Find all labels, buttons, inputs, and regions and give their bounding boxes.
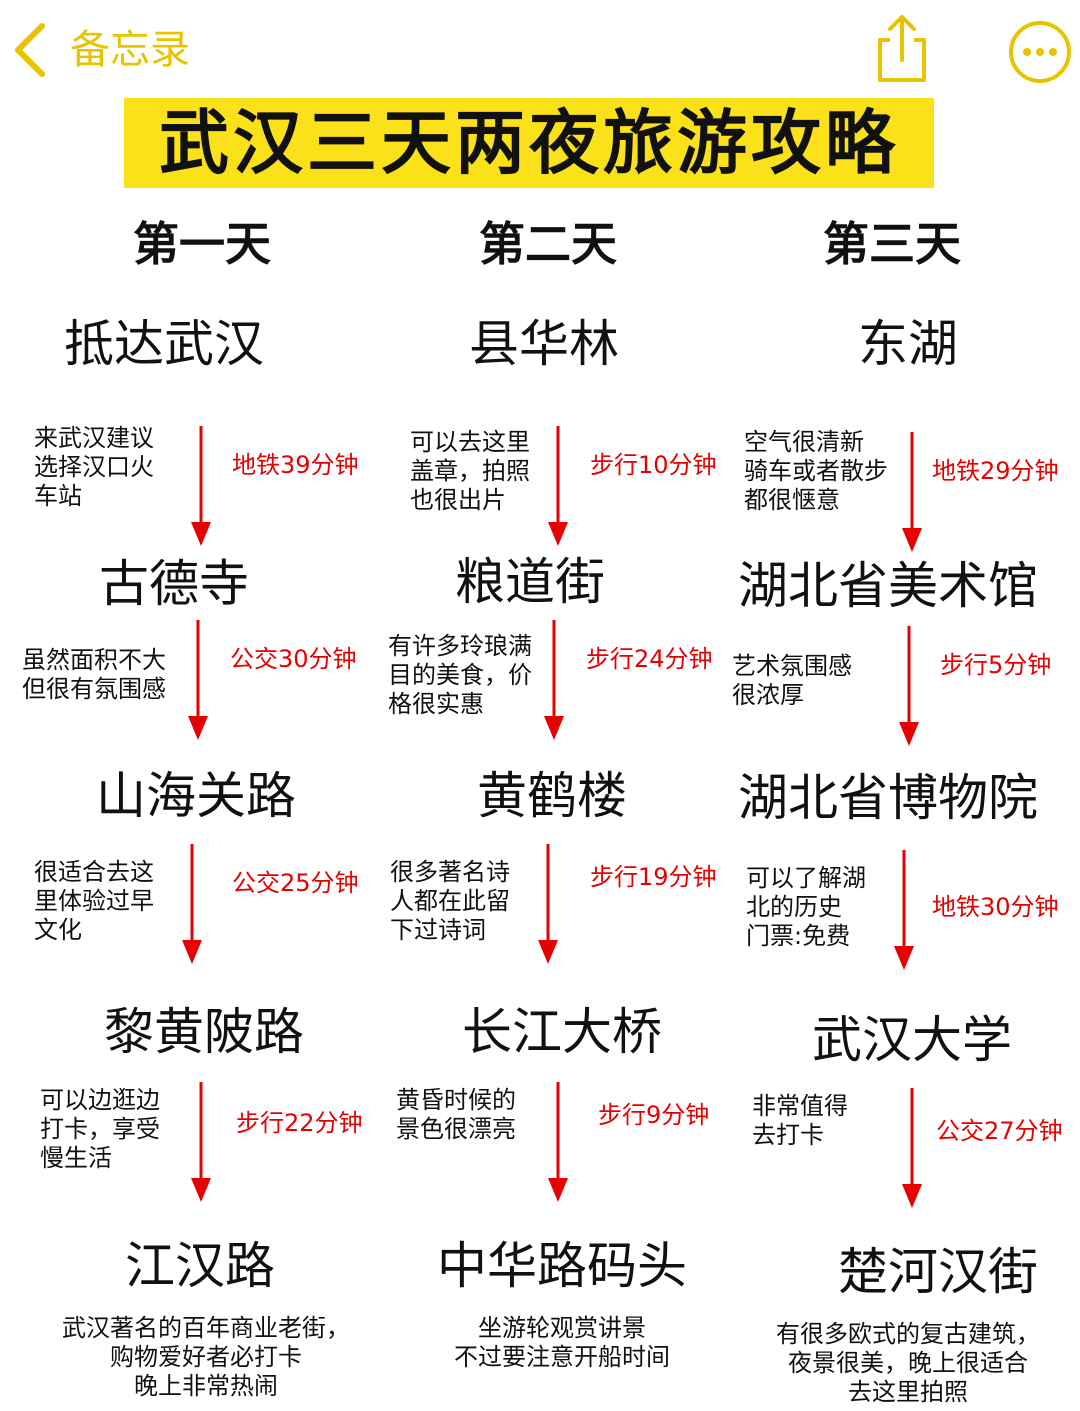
back-chevron-icon[interactable] (8, 22, 52, 78)
transit-label: 地铁30分钟 (932, 893, 1059, 921)
page-title: 武汉三天两夜旅游攻略 (159, 102, 899, 184)
stop-note: 虽然面积不大 但很有氛围感 (22, 646, 166, 703)
day-column-1: 第一天 抵达武汉 来武汉建议 选择汉口火 车站 地铁39分钟 古德寺 虽然面积不… (0, 0, 363, 1411)
stop-title: 县华林 (469, 315, 619, 373)
stop-title: 古德寺 (99, 555, 249, 613)
stop-note: 可以去这里 盖章，拍照 也很出片 (410, 428, 530, 514)
day-column-2: 第二天 县华林 可以去这里 盖章，拍照 也很出片 步行10分钟 粮道街 有许多玲… (360, 0, 720, 1411)
stop-title: 黎黄陂路 (104, 1003, 304, 1061)
down-arrow-icon (189, 1082, 213, 1202)
stop-note: 黄昏时候的 景色很漂亮 (396, 1086, 516, 1143)
down-arrow-icon (546, 1082, 570, 1202)
stop-title: 长江大桥 (462, 1003, 662, 1061)
down-arrow-icon (180, 844, 204, 964)
stop-title: 江汉路 (125, 1237, 275, 1295)
stop-title: 中华路码头 (437, 1237, 687, 1295)
stop-note: 空气很清新 骑车或者散步 都很惬意 (744, 428, 888, 514)
day-heading: 第一天 (133, 217, 271, 271)
more-options-icon[interactable] (1008, 20, 1072, 84)
stop-title: 楚河汉街 (838, 1243, 1038, 1301)
transit-label: 步行10分钟 (590, 451, 717, 479)
stop-title: 湖北省美术馆 (738, 557, 1038, 615)
transit-label: 地铁29分钟 (932, 457, 1059, 485)
transit-label: 公交27分钟 (936, 1117, 1063, 1145)
down-arrow-icon (897, 626, 921, 746)
down-arrow-icon (536, 844, 560, 964)
stop-note: 可以了解湖 北的历史 门票:免费 (746, 864, 866, 950)
day-heading: 第三天 (823, 217, 961, 271)
stop-title: 山海关路 (96, 767, 296, 825)
down-arrow-icon (542, 620, 566, 740)
stop-title: 抵达武汉 (64, 315, 264, 373)
day-heading: 第二天 (479, 217, 617, 271)
share-icon[interactable] (872, 12, 932, 84)
transit-label: 步行9分钟 (598, 1101, 710, 1129)
stop-note: 坐游轮观赏讲景 不过要注意开船时间 (454, 1314, 670, 1371)
stop-note: 可以边逛边 打卡，享受 慢生活 (40, 1086, 160, 1172)
stop-note: 来武汉建议 选择汉口火 车站 (34, 424, 154, 510)
transit-label: 步行24分钟 (586, 645, 713, 673)
transit-label: 地铁39分钟 (232, 451, 359, 479)
stop-note: 有许多玲琅满 目的美食，价 格很实惠 (388, 632, 532, 718)
transit-label: 步行5分钟 (940, 651, 1052, 679)
stop-note: 非常值得 去打卡 (752, 1092, 848, 1149)
day-column-3: 第三天 东湖 空气很清新 骑车或者散步 都很惬意 地铁29分钟 湖北省美术馆 艺… (720, 0, 1080, 1411)
title-highlight: 武汉三天两夜旅游攻略 (124, 98, 934, 188)
transit-label: 公交30分钟 (230, 645, 357, 673)
down-arrow-icon (900, 1088, 924, 1208)
stop-title: 湖北省博物院 (738, 769, 1038, 827)
stop-title: 东湖 (858, 315, 958, 373)
stop-note: 艺术氛围感 很浓厚 (732, 652, 852, 709)
back-button-label[interactable]: 备忘录 (70, 27, 190, 73)
transit-label: 步行22分钟 (236, 1109, 363, 1137)
transit-label: 步行19分钟 (590, 863, 717, 891)
stop-note: 很多著名诗 人都在此留 下过诗词 (390, 858, 510, 944)
stop-note: 有很多欧式的复古建筑， 夜景很美，晚上很适合 去这里拍照 (776, 1320, 1040, 1406)
stop-note: 很适合去这 里体验过早 文化 (34, 858, 154, 944)
down-arrow-icon (900, 432, 924, 552)
transit-label: 公交25分钟 (232, 869, 359, 897)
down-arrow-icon (189, 426, 213, 546)
down-arrow-icon (892, 850, 916, 970)
down-arrow-icon (186, 620, 210, 740)
down-arrow-icon (546, 426, 570, 546)
stop-title: 粮道街 (455, 553, 605, 611)
stop-note: 武汉著名的百年商业老街， 购物爱好者必打卡 晚上非常热闹 (62, 1314, 350, 1400)
stop-title: 武汉大学 (812, 1011, 1012, 1069)
stop-title: 黄鹤楼 (477, 767, 627, 825)
